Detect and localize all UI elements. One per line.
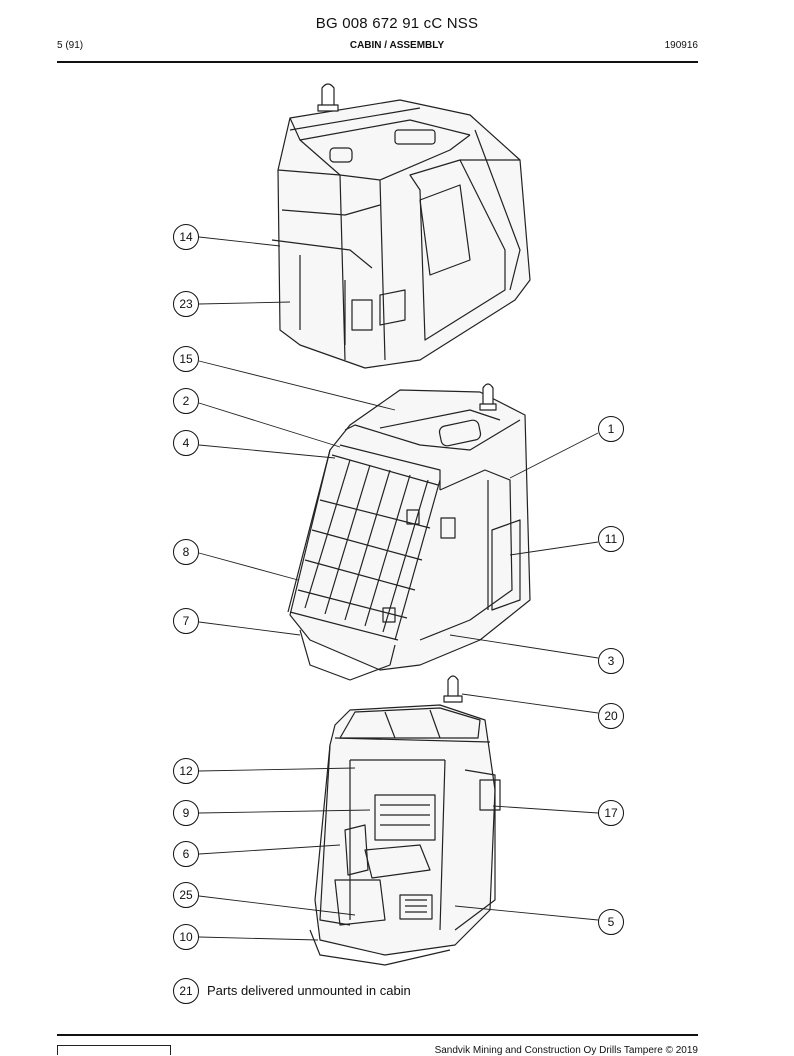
callout-1: 1 bbox=[598, 416, 624, 442]
callout-8: 8 bbox=[173, 539, 199, 565]
callout-23: 23 bbox=[173, 291, 199, 317]
callout-7: 7 bbox=[173, 608, 199, 634]
document-date: 190916 bbox=[664, 40, 698, 51]
footer-rule bbox=[57, 1034, 698, 1036]
callout-3: 3 bbox=[598, 648, 624, 674]
callout-10: 10 bbox=[173, 924, 199, 950]
brand-logo bbox=[57, 1045, 171, 1055]
page-number: 5 (91) bbox=[57, 40, 84, 51]
callout-21: 21 bbox=[173, 978, 199, 1004]
callout-12: 12 bbox=[173, 758, 199, 784]
cabin-view-rear bbox=[271, 83, 531, 369]
callout-11: 11 bbox=[598, 526, 624, 552]
callout-25: 25 bbox=[173, 882, 199, 908]
callout-4: 4 bbox=[173, 430, 199, 456]
cabin-view-front bbox=[287, 383, 531, 681]
callout-9: 9 bbox=[173, 800, 199, 826]
header-rule bbox=[57, 61, 698, 63]
callout-14: 14 bbox=[173, 224, 199, 250]
legend-note: Parts delivered unmounted in cabin bbox=[207, 983, 411, 998]
callout-2: 2 bbox=[173, 388, 199, 414]
document-code: BG 008 672 91 cC NSS bbox=[315, 15, 479, 32]
callout-5: 5 bbox=[598, 909, 624, 935]
callout-15: 15 bbox=[173, 346, 199, 372]
section-title: CABIN / ASSEMBLY bbox=[349, 40, 445, 51]
callout-20: 20 bbox=[598, 703, 624, 729]
copyright: Sandvik Mining and Construction Oy Drill… bbox=[434, 1045, 698, 1056]
cabin-view-interior bbox=[309, 675, 501, 966]
callout-17: 17 bbox=[598, 800, 624, 826]
leader-lines bbox=[198, 236, 599, 941]
callout-6: 6 bbox=[173, 841, 199, 867]
